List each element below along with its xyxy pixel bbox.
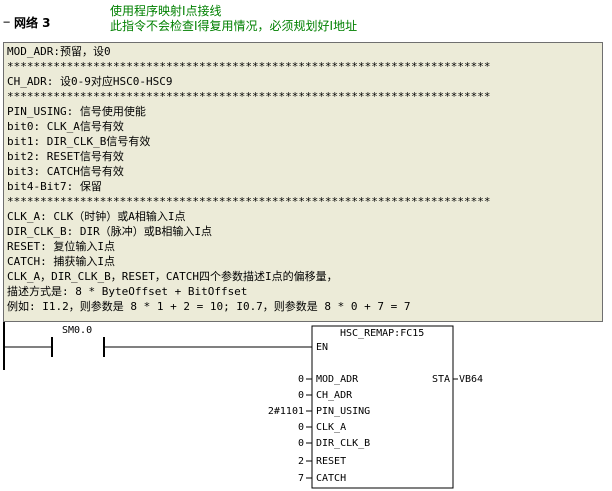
comment-line: RESET: 复位输入I点 xyxy=(7,240,115,253)
comment-line: bit2: RESET信号有效 xyxy=(7,150,124,163)
collapse-toggle-icon[interactable]: − xyxy=(3,15,11,29)
input-value-reset[interactable]: 2 xyxy=(297,456,304,467)
input-value-dir-clk-b[interactable]: 0 xyxy=(297,438,304,449)
pin-clk-a: CLK_A xyxy=(316,422,347,433)
comment-line: CATCH: 捕获输入I点 xyxy=(7,255,115,268)
contact-address[interactable]: SM0.0 xyxy=(62,325,93,336)
comment-line: bit4-Bit7: 保留 xyxy=(7,180,102,193)
network-title-line: 此指令不会检查I得复用情况，必须规划好I地址 xyxy=(110,19,358,33)
pin-ch-adr: CH_ADR xyxy=(316,390,353,401)
input-value-mod-adr[interactable]: 0 xyxy=(297,374,304,385)
block-title: HSC_REMAP:FC15 xyxy=(340,328,425,339)
comment-line: bit0: CLK_A信号有效 xyxy=(7,120,124,133)
pin-mod-adr: MOD_ADR xyxy=(316,374,359,385)
comment-line: MOD_ADR:预留，设0 xyxy=(7,45,111,58)
pin-pin-using: PIN_USING xyxy=(316,406,371,417)
network-title-line: 使用程序映射I点接线 xyxy=(110,4,222,18)
input-value-ch-adr[interactable]: 0 xyxy=(297,390,304,401)
network-comment[interactable]: MOD_ADR:预留，设0 **************************… xyxy=(3,42,603,322)
output-value-sta[interactable]: VB64 xyxy=(459,374,484,385)
network-label[interactable]: 网络 3 xyxy=(14,16,51,30)
comment-line: PIN_USING: 信号使用使能 xyxy=(7,105,146,118)
comment-line: ****************************************… xyxy=(7,60,491,73)
comment-line: ****************************************… xyxy=(7,90,491,103)
comment-line: bit1: DIR_CLK_B信号有效 xyxy=(7,135,151,148)
comment-line: CLK_A: CLK（时钟）或A相输入I点 xyxy=(7,210,186,223)
pin-en: EN xyxy=(316,342,329,353)
input-value-clk-a[interactable]: 0 xyxy=(297,422,304,433)
pin-catch: CATCH xyxy=(316,473,347,484)
pin-dir-clk-b: DIR_CLK_B xyxy=(316,438,371,449)
ladder-wiring xyxy=(3,322,458,489)
comment-line: 描述方式是: 8 * ByteOffset + BitOffset xyxy=(7,285,248,298)
network-title[interactable]: 使用程序映射I点接线 此指令不会检查I得复用情况，必须规划好I地址 xyxy=(110,4,357,34)
pin-reset: RESET xyxy=(316,456,347,467)
normally-open-contact[interactable] xyxy=(51,337,105,357)
comment-line: CLK_A，DIR_CLK_B，RESET，CATCH四个参数描述I点的偏移量， xyxy=(7,270,338,283)
input-value-pin-using[interactable]: 2#1101 xyxy=(267,406,304,417)
pin-sta: STA xyxy=(432,374,451,385)
comment-line: CH_ADR: 设0-9对应HSC0-HSC9 xyxy=(7,75,173,88)
input-value-catch[interactable]: 7 xyxy=(297,473,304,484)
function-block[interactable] xyxy=(311,325,454,489)
network-header: − 网络 3 使用程序映射I点接线 此指令不会检查I得复用情况，必须规划好I地址 xyxy=(0,0,612,40)
comment-line: ****************************************… xyxy=(7,195,491,208)
comment-line: 例如: I1.2，则参数是 8 * 1 + 2 = 10; I0.7，则参数是 … xyxy=(7,300,411,313)
comment-line: DIR_CLK_B: DIR（脉冲）或B相输入I点 xyxy=(7,225,212,238)
ladder-diagram[interactable]: SM0.0 HSC_REMAP:FC15 EN STA VB64 MOD_ADR… xyxy=(0,322,612,491)
comment-line: bit3: CATCH信号有效 xyxy=(7,165,124,178)
